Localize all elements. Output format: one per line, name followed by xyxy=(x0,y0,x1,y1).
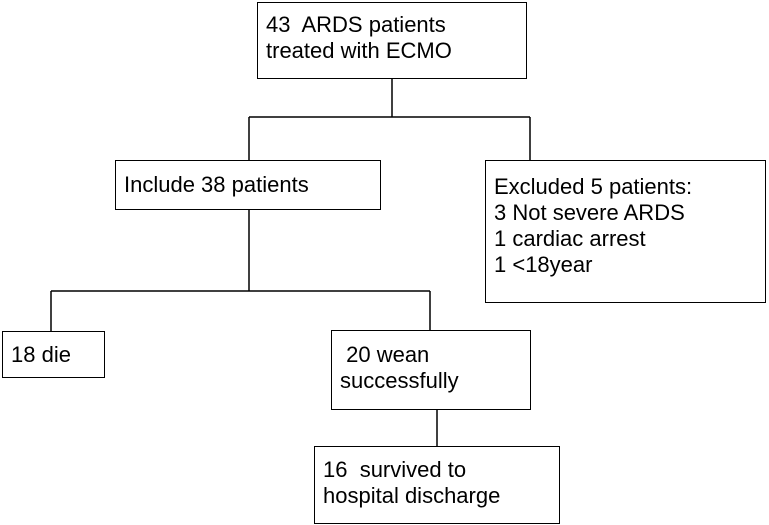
box-ards-patients-ecmo: 43 ARDS patients treated with ECMO xyxy=(257,2,527,79)
box-text-line: 3 Not severe ARDS xyxy=(494,200,685,225)
box-included-patients: Include 38 patients xyxy=(115,160,381,210)
box-text-line: Excluded 5 patients: xyxy=(494,174,693,199)
box-text-line: 1 <18year xyxy=(494,252,593,277)
box-text-line: treated with ECMO xyxy=(266,38,452,63)
box-text-line: 20 wean xyxy=(340,342,430,367)
box-text-line: 18 die xyxy=(11,342,71,367)
box-text-line: Include 38 patients xyxy=(124,172,309,197)
box-text-line: 1 cardiac arrest xyxy=(494,226,646,251)
box-excluded-patients: Excluded 5 patients: 3 Not severe ARDS 1… xyxy=(485,160,766,303)
box-survived-to-discharge: 16 survived to hospital discharge xyxy=(314,446,560,524)
box-text-line: hospital discharge xyxy=(323,483,501,508)
box-text-line: successfully xyxy=(340,368,459,393)
box-weaned-successfully: 20 wean successfully xyxy=(331,330,531,410)
box-text-line: 43 ARDS patients xyxy=(266,12,446,37)
box-text-line: 16 survived to xyxy=(323,457,467,482)
box-died: 18 die xyxy=(2,331,105,378)
